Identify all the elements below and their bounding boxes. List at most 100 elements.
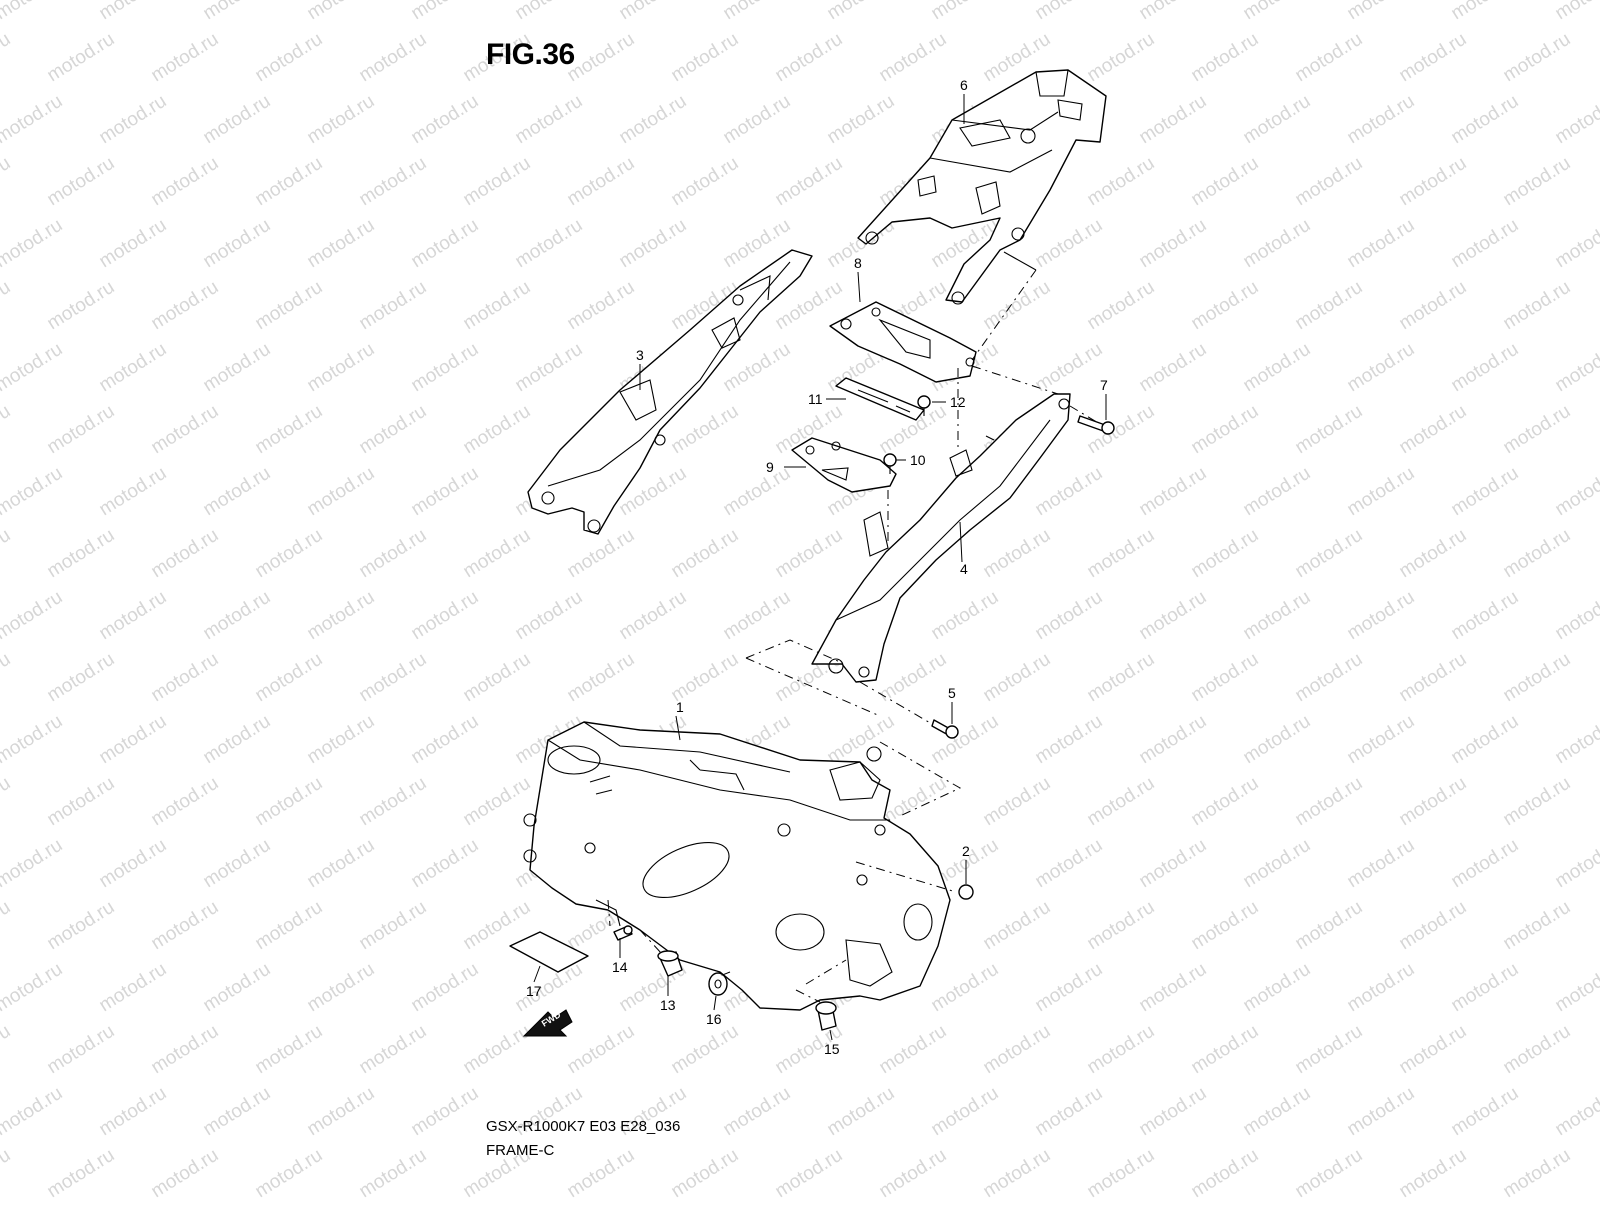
watermark-text: motod.ru [44,525,119,583]
watermark-text: motod.ru [824,91,899,149]
screw-14 [613,925,633,941]
callout-label: 17 [526,983,542,999]
watermark-text: motod.ru [408,339,483,397]
callout-17: 17 [526,965,542,999]
watermark-text: motod.ru [460,1021,535,1079]
watermark-text: motod.ru [148,525,223,583]
watermark-text: motod.ru [252,649,327,707]
left-seat-rail [527,249,813,535]
watermark-text: motod.ru [408,0,483,24]
watermark-text: motod.ru [408,587,483,645]
watermark-text: motod.ru [1552,1083,1600,1141]
callout-label: 11 [808,391,823,407]
watermark-text: motod.ru [1448,215,1523,273]
watermark-text: motod.ru [1188,401,1263,459]
callout-14: 14 [612,938,628,975]
section-name: FRAME-C [486,1142,555,1159]
bracket-8 [829,301,977,383]
model-code: GSX-R1000K7 E03 E28_036 [486,1118,681,1135]
watermark-text: motod.ru [0,401,14,459]
watermark-text: motod.ru [356,649,431,707]
watermark-text: motod.ru [720,587,795,645]
callout-label: 5 [948,685,956,701]
watermark-text: motod.ru [1396,29,1471,87]
watermark-text: motod.ru [148,1145,223,1200]
watermark-text: motod.ru [720,1083,795,1141]
watermark-text: motod.ru [1240,339,1315,397]
watermark-text: motod.ru [1240,587,1315,645]
watermark-text: motod.ru [1188,277,1263,335]
watermark-text: motod.ru [460,773,535,831]
rear-seat-frame [857,69,1107,305]
watermark-text: motod.ru [616,215,691,273]
watermark-text: motod.ru [0,897,14,955]
watermark-text: motod.ru [1552,587,1600,645]
watermark-text: motod.ru [1292,401,1367,459]
main-frame [523,721,951,1011]
watermark-text: motod.ru [824,711,899,769]
callout-11: 11 [808,391,846,407]
callout-8: 8 [854,255,862,303]
watermark-text: motod.ru [1136,339,1211,397]
watermark-text: motod.ru [980,277,1055,335]
watermark-text: motod.ru [1292,649,1367,707]
watermark-text: motod.ru [1032,1083,1107,1141]
watermark-text: motod.ru [564,1145,639,1200]
watermark-text: motod.ru [512,587,587,645]
watermark-text: motod.ru [460,401,535,459]
watermark-text: motod.ru [96,959,171,1017]
callout-10: 10 [896,452,926,468]
bracket-9 [791,437,897,493]
watermark-text: motod.ru [252,29,327,87]
watermark-text: motod.ru [252,277,327,335]
watermark-text: motod.ru [1032,339,1107,397]
watermark-text: motod.ru [356,153,431,211]
watermark-text: motod.ru [460,525,535,583]
watermark-text: motod.ru [824,1083,899,1141]
callout-label: 15 [824,1041,840,1057]
watermark-text: motod.ru [460,153,535,211]
watermark-text: motod.ru [1500,401,1575,459]
watermark-text: motod.ru [252,897,327,955]
watermark-text: motod.ru [0,153,14,211]
watermark-text: motod.ru [148,29,223,87]
watermark-text: motod.ru [1448,91,1523,149]
watermark-text: motod.ru [1136,835,1211,893]
watermark-text: motod.ru [668,649,743,707]
right-seat-rail [811,393,1071,683]
watermark-text: motod.ru [200,0,275,24]
watermark-text: motod.ru [148,277,223,335]
watermark-text: motod.ru [1240,711,1315,769]
watermark-text: motod.ru [44,153,119,211]
watermark-text: motod.ru [616,91,691,149]
callout-leader [857,271,861,303]
watermark-text: motod.ru [1240,91,1315,149]
watermark-text: motod.ru [200,91,275,149]
watermark-text: motod.ru [1292,773,1367,831]
watermark-text: motod.ru [200,1083,275,1141]
watermark-text: motod.ru [1552,959,1600,1017]
callout-1: 1 [675,699,684,741]
callout-leader [959,521,963,563]
watermark-text: motod.ru [1552,463,1600,521]
watermark-text: motod.ru [304,215,379,273]
watermark-text: motod.ru [1240,463,1315,521]
watermark-text: motod.ru [668,1145,743,1200]
watermark-text: motod.ru [772,29,847,87]
watermark-text: motod.ru [0,0,66,24]
watermark-text: motod.ru [0,649,14,707]
watermark-text: motod.ru [1240,835,1315,893]
callout-6: 6 [960,77,968,124]
watermark-text: motod.ru [0,463,66,521]
watermark-text: motod.ru [928,587,1003,645]
callout-label: 3 [636,347,644,363]
watermark-text: motod.ru [1084,773,1159,831]
watermark-text: motod.ru [304,1083,379,1141]
watermark-text: motod.ru [1396,1021,1471,1079]
watermark-text: motod.ru [0,91,66,149]
watermark-text: motod.ru [1500,29,1575,87]
watermark-text: motod.ru [0,1083,66,1141]
watermark-text: motod.ru [1188,1021,1263,1079]
